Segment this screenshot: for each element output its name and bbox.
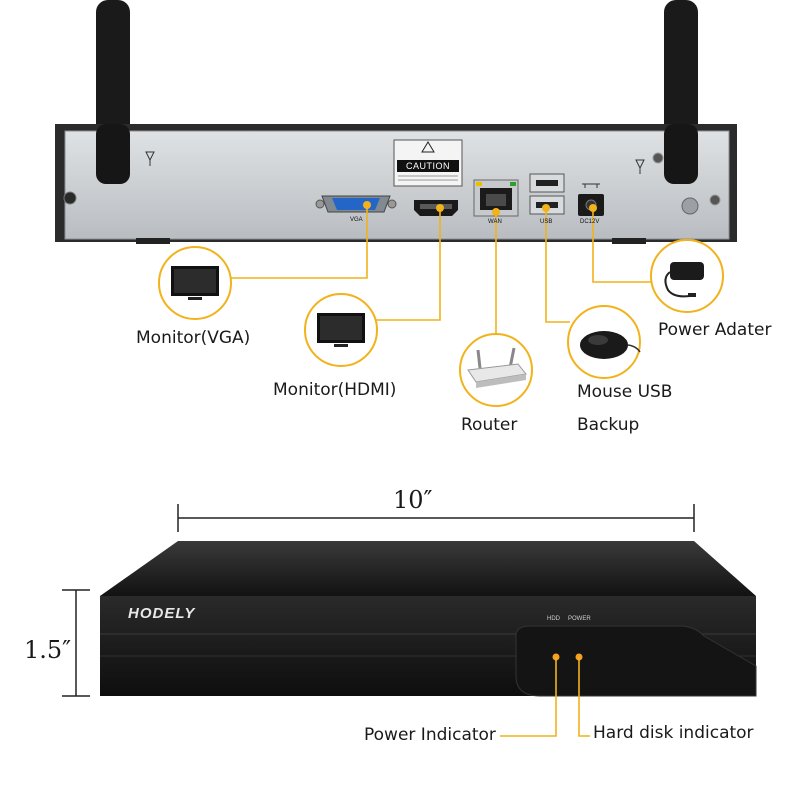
led-bezel [515, 625, 757, 697]
callout-lines-back [230, 205, 652, 335]
screw-icon [652, 152, 664, 164]
width-dimension-label: 10″ [393, 486, 433, 514]
power-adapter-label: Power Adater [658, 320, 772, 340]
height-dimension-label: 1.5″ [24, 636, 72, 664]
power-adapter-icon [664, 262, 704, 298]
monitor-icon [171, 266, 219, 300]
mouse-icon [580, 331, 641, 359]
callout-lines-front [500, 657, 590, 737]
router-callout [459, 333, 533, 407]
brand-logo: HODELY [128, 605, 196, 622]
warning-icon [421, 141, 435, 153]
router-icon [467, 347, 527, 388]
width-dimension [177, 504, 695, 532]
monitor-vga-callout [158, 246, 232, 320]
power-adapter-callout [650, 239, 724, 313]
hdd-led-label: HDD [547, 616, 560, 622]
screw-icon [63, 191, 77, 205]
caution-text: CAUTION [406, 161, 450, 171]
monitor-hdmi-label: Monitor(HDMI) [273, 380, 397, 400]
router-label: Router [461, 415, 518, 435]
hdd-indicator-label: Hard disk indicator [593, 723, 754, 743]
front-panel [100, 541, 757, 697]
power-led-label: POWER [568, 616, 591, 622]
monitor-icon [317, 313, 365, 347]
monitor-hdmi-callout [304, 293, 378, 367]
antenna-symbol-icon [145, 151, 155, 166]
monitor-vga-label: Monitor(VGA) [136, 328, 251, 348]
power-indicator-label: Power Indicator [364, 725, 496, 745]
vga-port-label: VGA [350, 217, 363, 223]
back-panel [55, 0, 737, 244]
dc-port-label: DC12V [580, 219, 600, 225]
mouse-usb-label: Mouse USB [577, 382, 673, 402]
antenna-symbol-icon [635, 159, 645, 174]
backup-label: Backup [577, 415, 640, 435]
mouse-callout [567, 305, 641, 379]
usb-port-label: USB [540, 219, 553, 225]
ground-icon [681, 197, 699, 215]
height-dimension [62, 589, 90, 697]
screw-icon [709, 194, 721, 206]
wan-port-label: WAN [488, 219, 502, 225]
